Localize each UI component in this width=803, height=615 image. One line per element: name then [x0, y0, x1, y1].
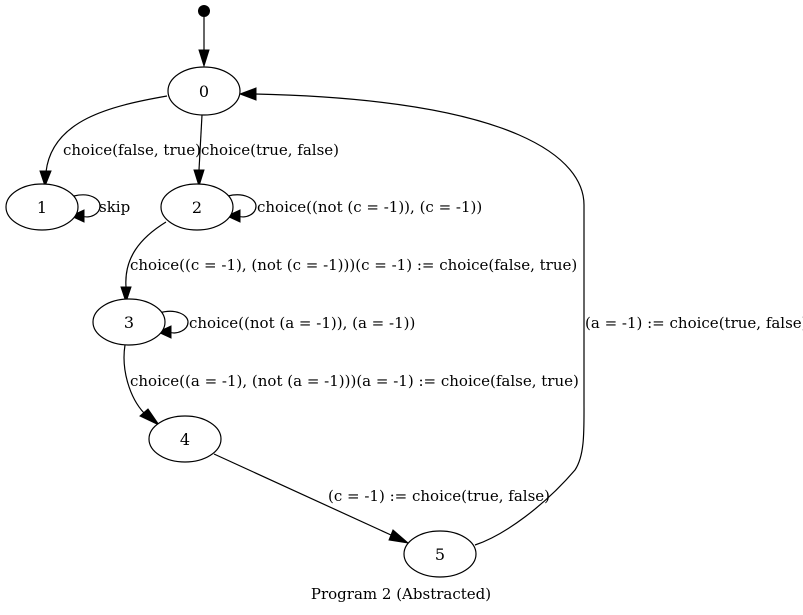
edge-label-0-1: choice(false, true): [63, 141, 201, 159]
edge-1-1-arrowhead: [69, 209, 85, 223]
edge-0-1: [45, 95, 168, 173]
node-2-label: 2: [192, 198, 202, 217]
edge-5-0: [254, 93, 585, 546]
edge-0-1-arrowhead: [39, 170, 52, 188]
edge-2-3: [125, 221, 167, 288]
node-4: 4: [148, 415, 222, 463]
edge-label-3-4: choice((a = -1), (not (a = -1)))(a = -1)…: [130, 372, 579, 390]
node-3: 3: [92, 298, 166, 346]
node-3-ellipse: [92, 298, 166, 346]
node-4-label: 4: [180, 430, 190, 449]
edge-0-2-arrowhead: [193, 169, 205, 188]
edge-2-2: [227, 194, 257, 218]
edge-1-1: [73, 194, 101, 218]
node-1-label: 1: [37, 198, 47, 217]
node-5-ellipse: [403, 530, 477, 578]
node-0: 0: [167, 66, 241, 116]
edge-start-0-arrowhead: [198, 49, 210, 68]
edge-label-0-2: choice(true, false): [201, 141, 339, 159]
edge-3-4: [123, 344, 145, 414]
edge-4-5: [213, 453, 392, 536]
node-4-ellipse: [148, 415, 222, 463]
edge-3-3-arrowhead: [156, 325, 172, 339]
edge-label-5-0: (a = -1) := choice(true, false): [585, 314, 803, 332]
edge-2-3-arrowhead: [120, 286, 132, 304]
node-2-ellipse: [160, 183, 234, 231]
node-0-ellipse: [167, 66, 241, 116]
edge-label-1-1: skip: [99, 198, 130, 216]
edge-label-3-3: choice((not (a = -1)), (a = -1)): [189, 314, 415, 332]
node-0-label: 0: [199, 82, 209, 101]
initial-state-dot: [198, 5, 210, 17]
edge-5-0-arrowhead: [238, 87, 257, 101]
edge-2-2-arrowhead: [225, 209, 241, 223]
edge-3-3: [158, 310, 189, 334]
node-5-label: 5: [435, 545, 445, 564]
edge-3-4-arrowhead: [139, 408, 161, 427]
diagram-caption: Program 2 (Abstracted): [311, 585, 491, 603]
edge-4-5-arrowhead: [388, 529, 410, 544]
edge-label-2-2: choice((not (c = -1)), (c = -1)): [257, 198, 482, 216]
node-3-label: 3: [124, 313, 134, 332]
edge-label-4-5: (c = -1) := choice(true, false): [328, 487, 550, 505]
edge-0-2: [198, 114, 203, 171]
node-1: 1: [5, 183, 79, 231]
node-5: 5: [403, 530, 477, 578]
edge-label-2-3: choice((c = -1), (not (c = -1)))(c = -1)…: [130, 256, 577, 274]
node-2: 2: [160, 183, 234, 231]
node-1-ellipse: [5, 183, 79, 231]
